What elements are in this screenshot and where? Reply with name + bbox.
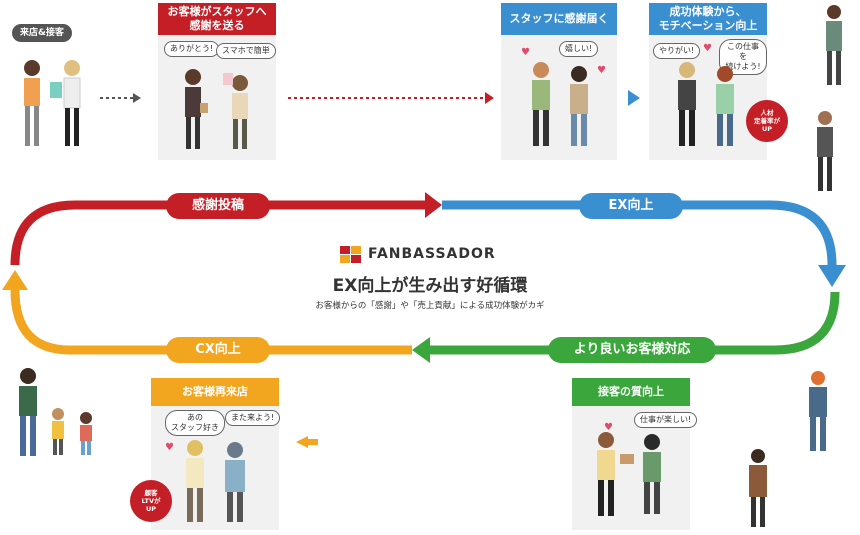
brand-name: FANBASSADOR: [368, 246, 496, 262]
arrowhead-green: [412, 337, 430, 363]
speech-bubble: やりがい!: [653, 43, 701, 59]
speech-bubble: ありがとう!: [164, 41, 220, 57]
speech-bubble: スマホで簡単: [216, 43, 276, 59]
step-number: 03: [625, 323, 639, 333]
card-send-thanks: お客様がスタッフへ 感謝を送る ありがとう! スマホで簡単: [158, 3, 276, 160]
staff-figure: [817, 111, 833, 191]
family-illustration: [19, 368, 92, 456]
heart-icon: ♥: [703, 43, 712, 54]
staff-figure: [809, 371, 827, 451]
retention-badge: 人材 定着率が UP: [746, 100, 788, 142]
speech-bubble: あの スタッフ好き: [165, 410, 225, 436]
card-title: スタッフに感謝届く: [501, 3, 617, 35]
brand-lockup: FANBASSADOR: [340, 245, 520, 265]
card-title: お客様がスタッフへ 感謝を送る: [158, 3, 276, 35]
loop-red: [10, 200, 425, 266]
card-title: お客様再来店: [151, 378, 279, 406]
step-label-ex-up: EX向上: [579, 193, 683, 219]
staff-figure: [749, 449, 767, 527]
arrowhead-red: [425, 192, 442, 218]
step-number: 02: [625, 179, 639, 189]
heart-icon: ♥: [165, 442, 174, 453]
speech-bubble: 嬉しい!: [559, 41, 599, 57]
step-label-better-service: より良いお客様対応: [548, 337, 716, 363]
staff-illustration: [678, 62, 734, 146]
step-number: 04: [211, 323, 225, 333]
step-label-thanks-post: 感謝投稿: [166, 193, 270, 219]
card-title: 接客の質向上: [572, 378, 690, 406]
store-visit-illustration: [24, 60, 81, 146]
loop-orange: [10, 289, 412, 355]
speech-bubble: 仕事が楽しい!: [634, 412, 698, 428]
staff-figure: [826, 5, 842, 85]
loop-green: [430, 291, 840, 355]
card-motivation: 成功体験から、 モチベーション向上 やりがい! この仕事を 続けよう! ♥: [649, 3, 767, 160]
arrowhead-blue: [818, 265, 846, 287]
fanbassador-logo-icon: [340, 246, 361, 263]
card-title: 成功体験から、 モチベーション向上: [649, 3, 767, 35]
card-return-visit: お客様再来店 あの スタッフ好き また来よう! ♥: [151, 378, 281, 530]
customer-staff-illustration: [186, 440, 245, 522]
heart-icon: ♥: [604, 422, 613, 433]
cycle-title: EX向上が生み出す好循環: [332, 276, 528, 296]
heart-icon: ♥: [521, 47, 530, 58]
ltv-badge: 顧客 LTVが UP: [130, 480, 172, 522]
step-label-cx-up: CX向上: [166, 337, 270, 363]
staff-customer-illustration: [597, 432, 661, 516]
speech-bubble: また来よう!: [225, 410, 281, 426]
staff-illustration: [532, 62, 588, 146]
cycle-subtitle: お客様からの「感謝」や「売上貢献」による成功体験がカギ: [315, 301, 545, 311]
step-number: 01: [211, 179, 225, 189]
intro-tag: 来店&接客: [12, 24, 72, 42]
card-thanks-arrive: スタッフに感謝届く 嬉しい! ♥ ♥: [501, 3, 617, 160]
card-quality: 接客の質向上 仕事が楽しい! ♥: [572, 378, 698, 530]
heart-icon: ♥: [597, 65, 606, 76]
loop-blue: [442, 200, 837, 266]
arrowhead-orange: [2, 270, 28, 290]
customer-illustration: [185, 69, 248, 149]
